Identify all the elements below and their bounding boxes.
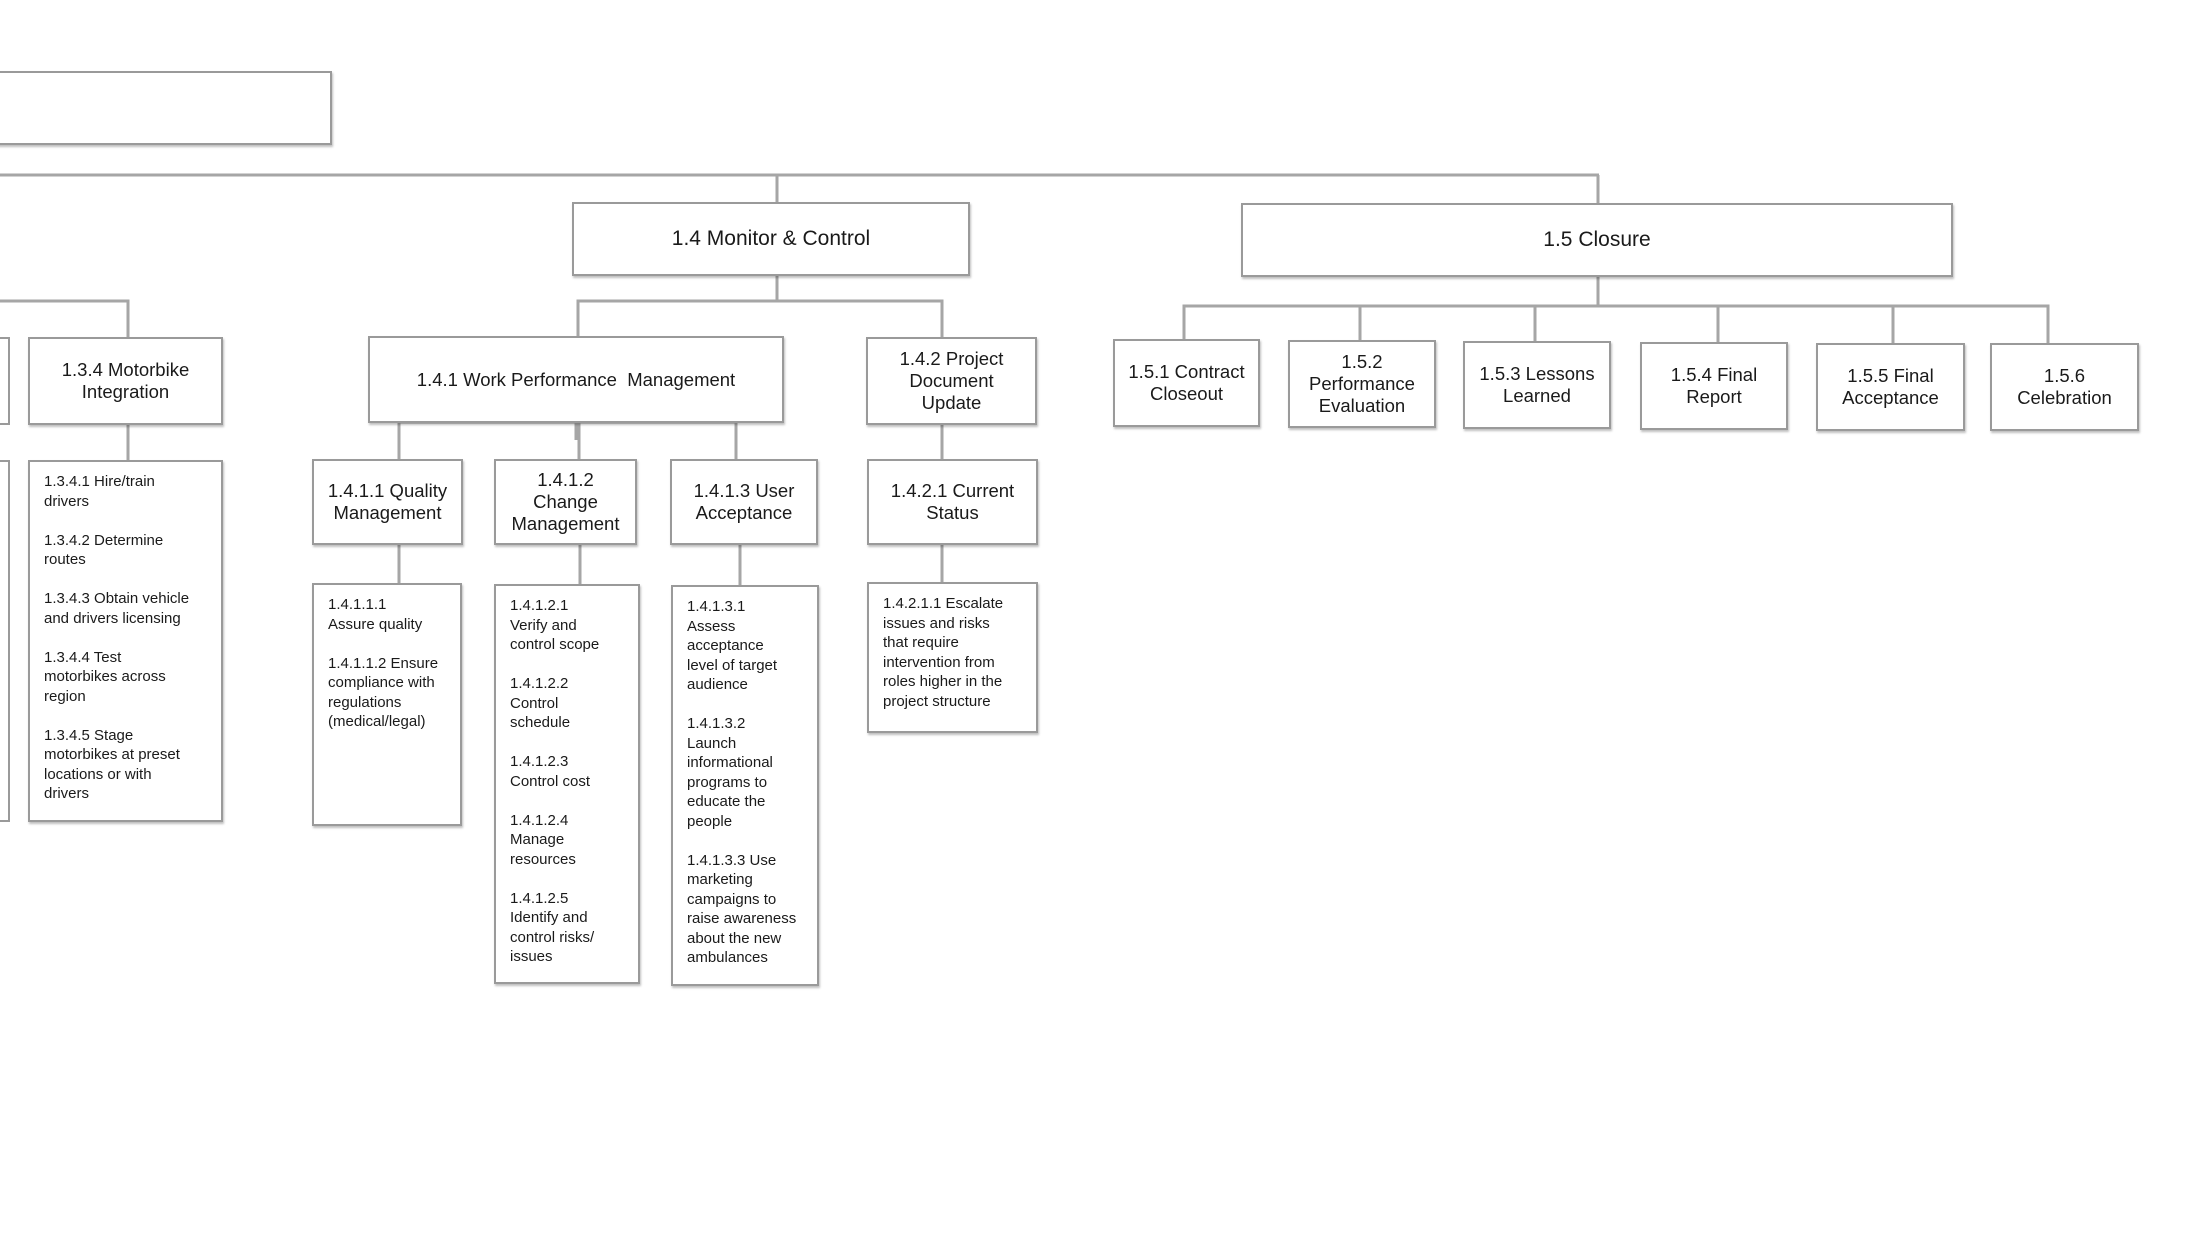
wbs-node-1-5-1-label: 1.5.1 Contract Closeout xyxy=(1128,361,1245,404)
wbs-node-1-5-1[interactable]: 1.5.1 Contract Closeout xyxy=(1113,339,1260,427)
wbs-node-1-5-6[interactable]: 1.5.6 Celebration xyxy=(1990,343,2139,431)
wbs-node-1-4-1-3[interactable]: 1.4.1.3 User Acceptance xyxy=(670,459,818,545)
wbs-node-partial-left xyxy=(0,337,10,425)
wbs-detail-item: 1.4.1.3.2 Launch informational programs … xyxy=(687,715,773,830)
wbs-node-1-5-3-label: 1.5.3 Lessons Learned xyxy=(1479,363,1595,406)
wbs-detail-item: 1.4.1.2.3 Control cost xyxy=(510,753,591,790)
wbs-node-1-5-5-label: 1.5.5 Final Acceptance xyxy=(1842,365,1939,408)
wbs-node-1-5-5[interactable]: 1.5.5 Final Acceptance xyxy=(1816,343,1965,431)
wbs-detail-item: 1.4.1.1.1 Assure quality xyxy=(328,596,423,633)
wbs-detail-item: 1.3.4.4 Test motorbikes across region xyxy=(44,648,166,705)
wbs-detail-1-4-1-3: 1.4.1.3.1 Assess acceptance level of tar… xyxy=(671,585,819,986)
wbs-detail-item: 1.4.1.3.3 Use marketing campaigns to rai… xyxy=(687,851,797,967)
wbs-node-1-4-1-1-label: 1.4.1.1 Quality Management xyxy=(327,480,448,523)
wbs-node-1-4-1-3-label: 1.4.1.3 User Acceptance xyxy=(693,480,795,523)
connector-1-4-1-children xyxy=(397,420,738,459)
wbs-detail-partial-left xyxy=(0,460,10,822)
connector-to-1-3-4 xyxy=(0,299,130,337)
wbs-node-1-3-4-label: 1.3.4 Motorbike Integration xyxy=(61,359,190,402)
wbs-node-1-5-2[interactable]: 1.5.2 Performance Evaluation xyxy=(1288,340,1436,428)
wbs-detail-item: 1.4.1.2.2 Control schedule xyxy=(510,675,571,731)
wbs-node-1-4-2-1[interactable]: 1.4.2.1 Current Status xyxy=(867,459,1038,545)
wbs-node-1-5-6-label: 1.5.6 Celebration xyxy=(2017,365,2112,408)
wbs-node-1-4[interactable]: 1.4 Monitor & Control xyxy=(572,202,970,276)
wbs-detail-item: 1.4.2.1.1 Escalate issues and risks that… xyxy=(883,595,1004,710)
wbs-node-1-3-4[interactable]: 1.3.4 Motorbike Integration xyxy=(28,337,223,425)
wbs-node-1-5-4[interactable]: 1.5.4 Final Report xyxy=(1640,342,1788,430)
wbs-detail-1-4-1-2: 1.4.1.2.1 Verify and control scope 1.4.1… xyxy=(494,584,640,984)
wbs-detail-item: 1.4.1.2.1 Verify and control scope xyxy=(510,597,600,653)
wbs-node-1-4-1-1[interactable]: 1.4.1.1 Quality Management xyxy=(312,459,463,545)
wbs-node-1-4-2-1-label: 1.4.2.1 Current Status xyxy=(890,480,1015,523)
wbs-node-1-5-label: 1.5 Closure xyxy=(1543,228,1651,251)
wbs-detail-item: 1.3.4.2 Determine routes xyxy=(44,531,164,569)
wbs-node-1-5-3[interactable]: 1.5.3 Lessons Learned xyxy=(1463,341,1611,429)
wbs-node-1-4-1-label: 1.4.1 Work Performance Management xyxy=(416,368,736,390)
wbs-node-1-4-2-label: 1.4.2 Project Document Update xyxy=(899,348,1004,413)
connector-1-4-children xyxy=(576,299,944,338)
wbs-detail-1-3-4: 1.3.4.1 Hire/train drivers 1.3.4.2 Deter… xyxy=(28,460,223,822)
wbs-detail-item: 1.3.4.1 Hire/train drivers xyxy=(44,473,155,510)
wbs-detail-item: 1.4.1.1.2 Ensure compliance with regulat… xyxy=(328,654,439,731)
wbs-node-1-4-1-2-label: 1.4.1.2 Change Management xyxy=(511,469,620,534)
wbs-node-1-4-label: 1.4 Monitor & Control xyxy=(671,227,871,250)
wbs-detail-item: 1.4.1.3.1 Assess acceptance level of tar… xyxy=(687,598,778,693)
wbs-detail-item: 1.3.4.5 Stage motorbikes at preset locat… xyxy=(44,726,180,803)
wbs-node-partial-top xyxy=(0,71,332,145)
wbs-detail-item: 1.4.1.2.4 Manage resources xyxy=(510,811,576,868)
wbs-detail-1-4-1-1: 1.4.1.1.1 Assure quality 1.4.1.1.2 Ensur… xyxy=(312,583,462,826)
wbs-node-1-5-2-label: 1.5.2 Performance Evaluation xyxy=(1309,351,1415,416)
wbs-node-1-5[interactable]: 1.5 Closure xyxy=(1241,203,1953,277)
wbs-node-1-5-4-label: 1.5.4 Final Report xyxy=(1670,364,1758,407)
wbs-detail-1-4-2-1: 1.4.2.1.1 Escalate issues and risks that… xyxy=(867,582,1038,733)
wbs-node-1-4-1[interactable]: 1.4.1 Work Performance Management xyxy=(368,336,784,423)
connector-1-5-children xyxy=(1182,304,2050,344)
wbs-node-1-4-1-2[interactable]: 1.4.1.2 Change Management xyxy=(494,459,637,545)
wbs-detail-item: 1.4.1.2.5 Identify and control risks/ is… xyxy=(510,889,595,966)
wbs-detail-item: 1.3.4.3 Obtain vehicle and drivers licen… xyxy=(44,590,190,627)
wbs-node-1-4-2[interactable]: 1.4.2 Project Document Update xyxy=(866,337,1037,425)
